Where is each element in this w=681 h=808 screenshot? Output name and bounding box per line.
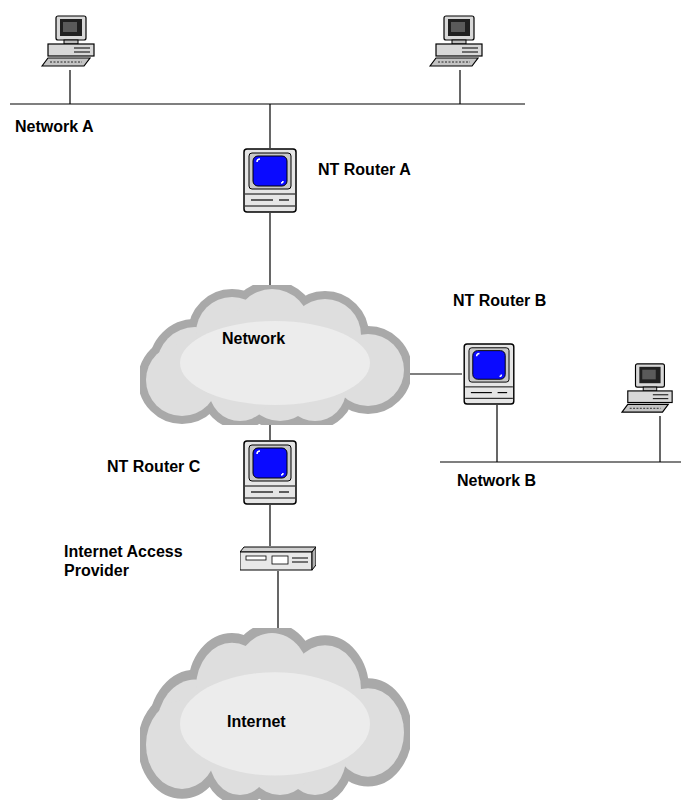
router-icon: NT Router A	[243, 148, 297, 213]
access-device-graphic	[240, 547, 316, 570]
network-label: Network A	[15, 118, 94, 136]
network-label: Network B	[457, 472, 536, 490]
node-label: NT Router B	[453, 291, 546, 310]
access-device-shape	[240, 546, 316, 571]
workstation-icon	[622, 364, 672, 412]
router-icon: NT Router B	[462, 343, 516, 405]
drop-line	[659, 416, 660, 462]
node-label: Network	[222, 329, 285, 348]
link-line	[277, 571, 278, 628]
network-cloud: Network	[140, 285, 410, 425]
node-label: Internet Access Provider	[64, 542, 214, 580]
access-device: Internet Access Provider	[240, 546, 316, 571]
drop-line	[69, 70, 70, 104]
network-cloud-shape	[140, 285, 410, 425]
node-label: NT Router A	[318, 160, 411, 179]
drop-line	[496, 405, 497, 462]
node-label: Internet	[227, 712, 286, 731]
link-line	[410, 373, 462, 374]
link-line	[269, 505, 270, 546]
internet-cloud: Internet	[140, 628, 410, 800]
internet-cloud-graphic	[142, 628, 408, 800]
router-icon-shape	[243, 440, 297, 505]
bus-line	[10, 103, 525, 104]
router-icon: NT Router C	[243, 440, 297, 505]
network-cloud-graphic	[142, 285, 408, 425]
workstation-icon	[430, 16, 482, 66]
node-label: NT Router C	[107, 457, 200, 476]
router-icon-graphic	[464, 344, 514, 404]
router-icon-graphic	[244, 441, 296, 504]
router-icon-graphic	[244, 149, 296, 212]
link-line	[269, 425, 270, 440]
bus-line	[440, 461, 681, 462]
router-icon-shape	[243, 148, 297, 213]
drop-line	[269, 104, 270, 148]
workstation-icon	[42, 16, 94, 66]
drop-line	[459, 70, 460, 104]
link-line	[269, 213, 270, 285]
router-icon-shape	[462, 343, 516, 405]
